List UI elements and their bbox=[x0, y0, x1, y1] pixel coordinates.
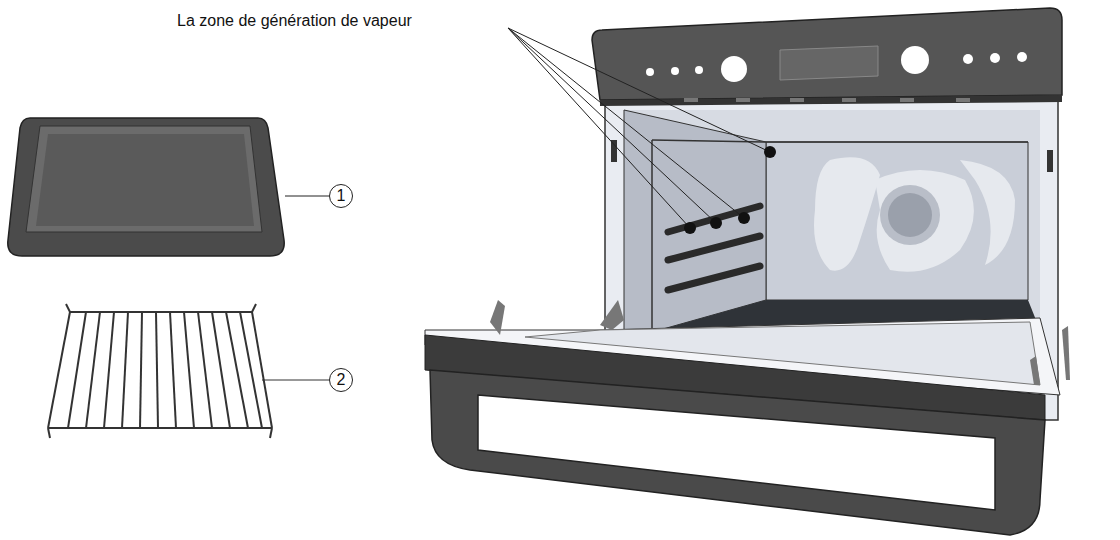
callout-number: 1 bbox=[329, 184, 353, 208]
part-label: La zone de génération de vapeur bbox=[177, 12, 412, 30]
oven-body bbox=[425, 8, 1070, 535]
steam-leaders bbox=[508, 28, 776, 234]
wire-rack bbox=[48, 304, 329, 438]
callout-number: 2 bbox=[329, 368, 353, 392]
baking-tray bbox=[8, 118, 329, 256]
